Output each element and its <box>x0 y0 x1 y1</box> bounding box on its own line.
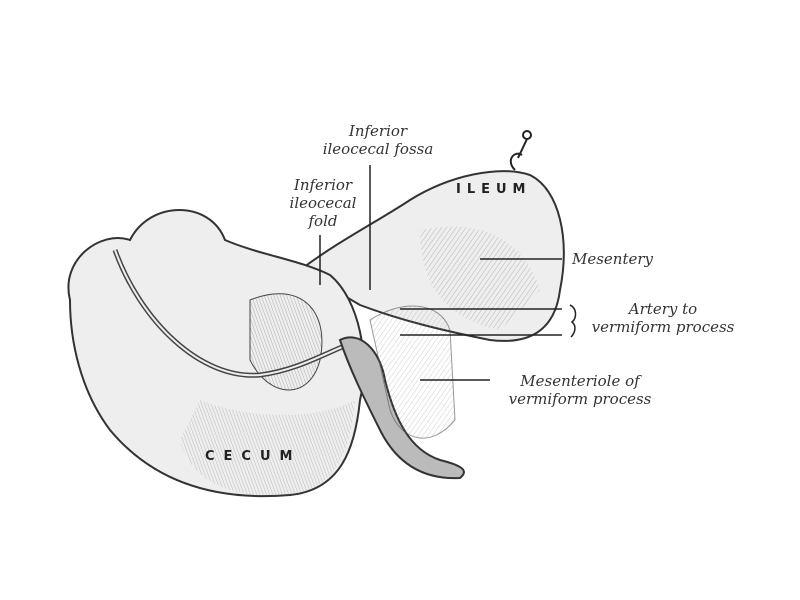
label-line: Artery to <box>628 300 698 318</box>
label-line: Inferior <box>348 122 408 140</box>
label-line: ileocecal fossa <box>322 140 434 158</box>
label-cecum: CECUM <box>205 449 302 464</box>
label-artery-to-vermiform-process: Artery to vermiform process <box>578 300 748 336</box>
label-line: ileocecal <box>289 194 357 212</box>
label-line: vermiform process <box>591 318 735 336</box>
label-inferior-ileocecal-fold: Inferior ileocecal fold <box>278 176 368 230</box>
label-ileum: ILEUM <box>456 182 532 197</box>
label-mesentery: Mesentery <box>572 250 654 268</box>
label-line: Mesenteriole of <box>520 372 640 390</box>
label-mesenteriole: Mesenteriole of vermiform process <box>500 372 660 408</box>
label-inferior-ileocecal-fossa: Inferior ileocecal fossa <box>308 122 448 158</box>
label-line: fold <box>308 212 338 230</box>
label-line: Inferior <box>293 176 353 194</box>
label-line: vermiform process <box>508 390 652 408</box>
